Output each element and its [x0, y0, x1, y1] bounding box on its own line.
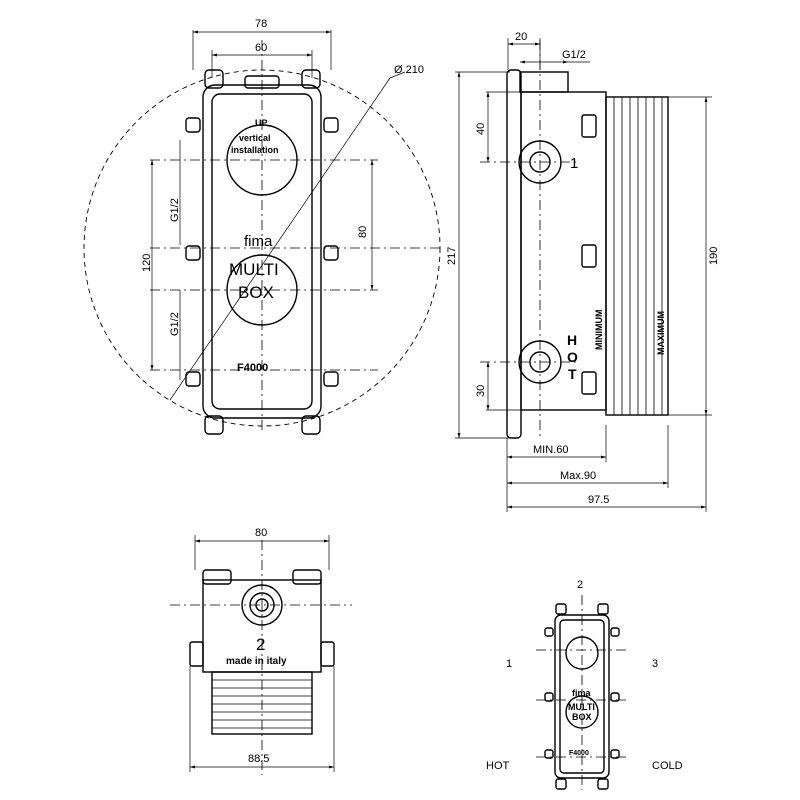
front-dim-80: 80: [357, 226, 369, 238]
side-hot-label-t: T: [568, 366, 577, 382]
side-maximum-label: MAXIMUM: [656, 311, 666, 355]
side-ribbed-sleeve: [605, 96, 669, 416]
legend-model: F4000: [569, 750, 589, 757]
bottom-ribbed-sleeve: [211, 671, 313, 735]
legend-product-line1: MULTI: [568, 702, 595, 712]
legend-product-line2: BOX: [572, 712, 592, 722]
front-brand-text: fima: [244, 233, 273, 250]
front-product-line2: BOX: [238, 283, 274, 302]
side-dim-20: 20: [515, 31, 527, 43]
side-dim-30: 30: [475, 385, 487, 397]
front-dim-circle: Ø 210: [394, 64, 424, 76]
legend-view: fima MULTI BOX F4000 2 1 3 HOT COLD: [486, 579, 683, 790]
side-dim-depth: 97.5: [588, 494, 609, 506]
side-dim-min: MIN.60: [533, 444, 568, 456]
legend-label-left: 1: [506, 658, 512, 670]
side-port-label: 1: [570, 155, 578, 172]
bottom-dim-88: 88.5: [248, 753, 269, 765]
front-thread-bottom: G1/2: [169, 312, 181, 336]
front-model-text: F4000: [237, 362, 268, 374]
front-view: UP vertical installation fima MULTI BOX …: [83, 18, 441, 435]
front-vertical-text: vertical: [239, 133, 271, 143]
front-installation-text: installation: [231, 145, 279, 155]
side-minimum-label: MINIMUM: [594, 310, 604, 351]
side-dim-217: 217: [446, 247, 458, 265]
bottom-view: 2 made in italy 80 88.5: [170, 527, 352, 775]
legend-brand: fima: [572, 688, 592, 698]
front-up-text: UP: [255, 118, 268, 128]
side-dim-40: 40: [475, 123, 487, 135]
legend-hot: HOT: [486, 760, 510, 772]
side-dim-190: 190: [708, 247, 720, 265]
bottom-made-in: made in italy: [226, 656, 287, 667]
side-view: 1 H O T MINIMUM MAXIMUM 20 G1/2 40 217 3…: [446, 31, 720, 512]
front-product-line1: MULTI: [229, 260, 279, 279]
side-top-nozzle: [519, 71, 569, 93]
legend-label-top: 2: [577, 579, 583, 591]
side-hot-label: H: [567, 332, 577, 348]
front-thread-top: G1/2: [169, 198, 181, 222]
legend-label-right: 3: [652, 658, 658, 670]
front-dim-120: 120: [141, 254, 153, 272]
legend-cold: COLD: [652, 760, 683, 772]
bottom-port-label: 2: [256, 635, 265, 654]
front-dim-60: 60: [255, 42, 267, 54]
side-hot-label-o: O: [567, 349, 578, 365]
front-dim-78: 78: [255, 18, 267, 30]
side-dim-max: Max.90: [560, 470, 596, 482]
bottom-dim-80: 80: [255, 527, 267, 539]
side-flange: [506, 69, 522, 439]
side-thread: G1/2: [562, 49, 586, 61]
